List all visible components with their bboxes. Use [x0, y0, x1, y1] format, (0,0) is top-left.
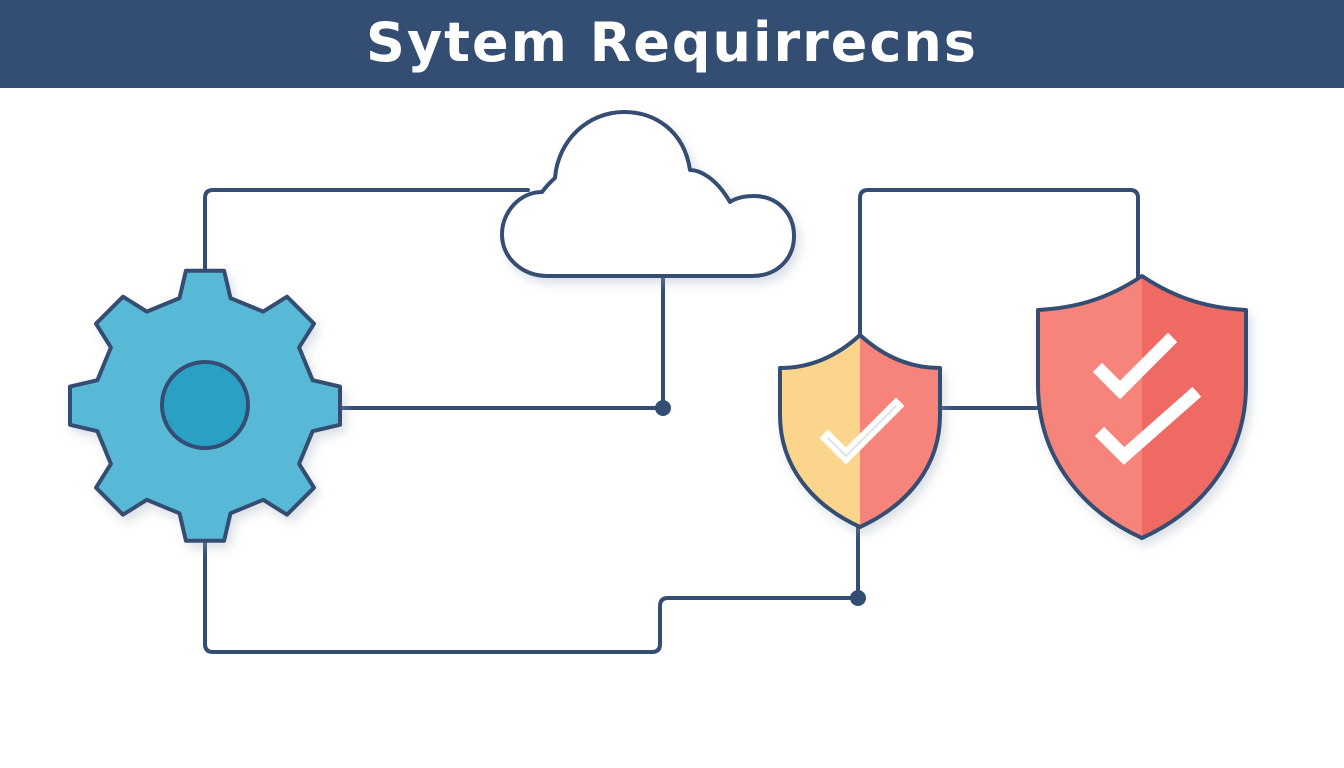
checkmark-icon: [1094, 386, 1202, 465]
connector-gear-to-cloud: [203, 188, 530, 282]
connector-lines: [203, 188, 1140, 654]
shield-check-icon: [778, 333, 942, 529]
connector-gear-bottom-loop: [203, 528, 860, 654]
junction-node: [850, 590, 866, 606]
page-title: Sytem Requirrecns: [366, 11, 978, 74]
title-banner: Sytem Requirrecns: [0, 0, 1344, 88]
connector-shield-top-link: [858, 188, 1140, 338]
cloud-icon: [500, 110, 796, 278]
junction-node: [655, 400, 671, 416]
checkmark-icon: [1092, 332, 1178, 400]
shield-double-check-icon: [1036, 274, 1248, 540]
gear-icon: [68, 268, 342, 543]
